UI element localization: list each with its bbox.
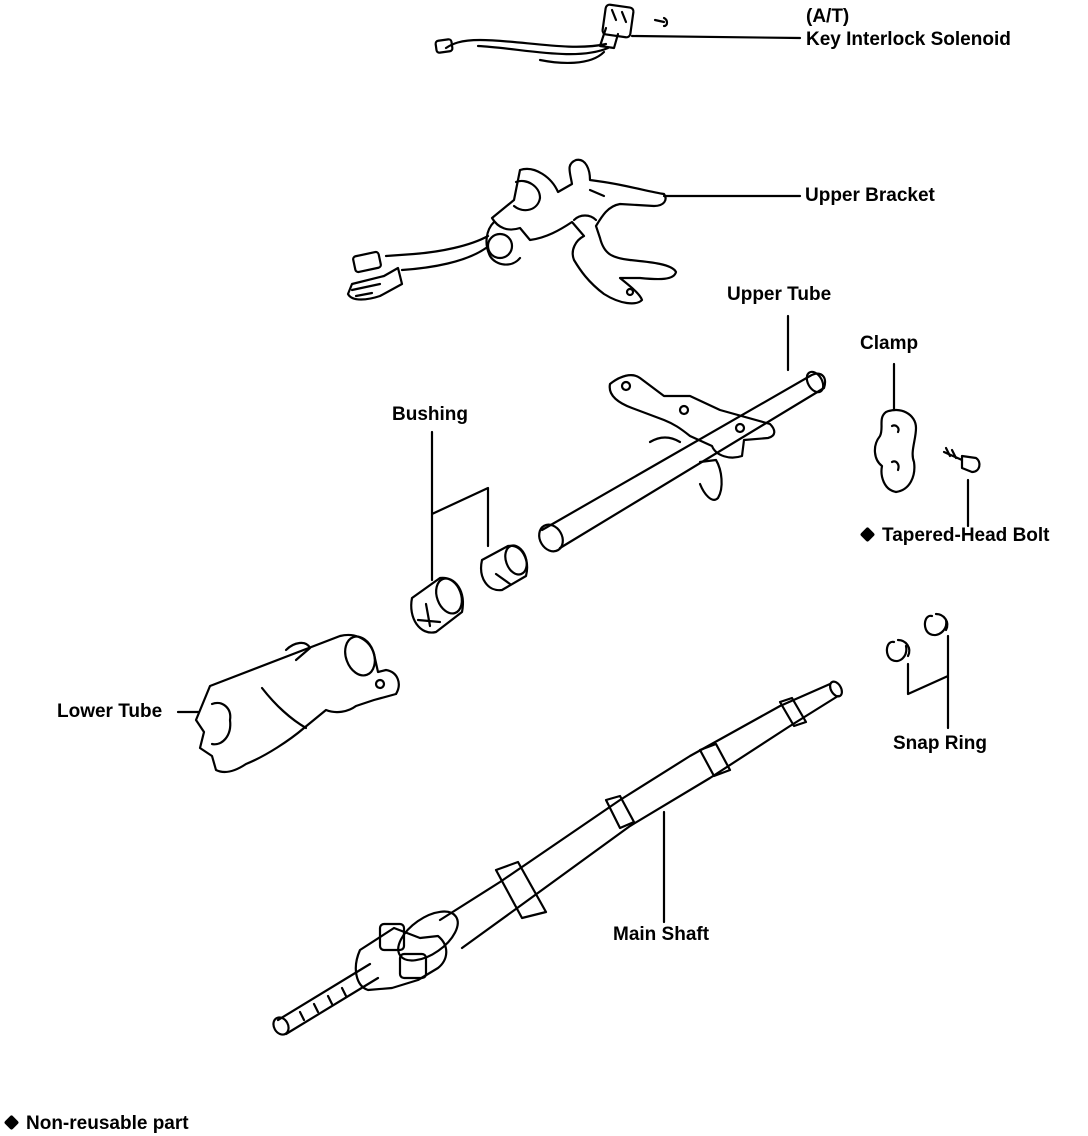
tapered-head-bolt-label: Tapered-Head Bolt xyxy=(859,525,1050,547)
diamond-bullet-icon xyxy=(3,1114,20,1131)
upper-tube-label: Upper Tube xyxy=(727,284,832,305)
clamp-label: Clamp xyxy=(860,333,919,354)
bushing-label: Bushing xyxy=(392,404,468,425)
clamp-part xyxy=(873,408,918,494)
bushing-leader-lines xyxy=(430,430,490,582)
lower-tube-part xyxy=(194,633,400,774)
upper-bracket-label: Upper Bracket xyxy=(805,185,935,206)
key-interlock-solenoid-label: Key Interlock Solenoid xyxy=(806,29,1011,50)
bushing-parts xyxy=(410,544,529,634)
tapered-head-bolt-part xyxy=(942,446,981,474)
snap-ring-parts xyxy=(885,612,949,663)
snap-ring-leader-lines xyxy=(906,634,950,730)
main-shaft-part xyxy=(272,680,843,1036)
legend: Non-reusable part xyxy=(3,1113,189,1135)
key-interlock-solenoid-part xyxy=(434,3,669,65)
lower-tube-label: Lower Tube xyxy=(57,701,163,722)
tapered-head-bolt-text: Tapered-Head Bolt xyxy=(882,525,1050,546)
non-reusable-marker-icon xyxy=(859,526,876,543)
key-interlock-leader-line xyxy=(630,34,802,40)
at-note-label: (A/T) xyxy=(806,6,850,27)
snap-ring-label: Snap Ring xyxy=(893,733,987,754)
upper-bracket-part xyxy=(346,158,678,305)
upper-tube-part xyxy=(538,370,827,553)
main-shaft-label: Main Shaft xyxy=(613,924,710,945)
legend-text: Non-reusable part xyxy=(26,1113,189,1134)
